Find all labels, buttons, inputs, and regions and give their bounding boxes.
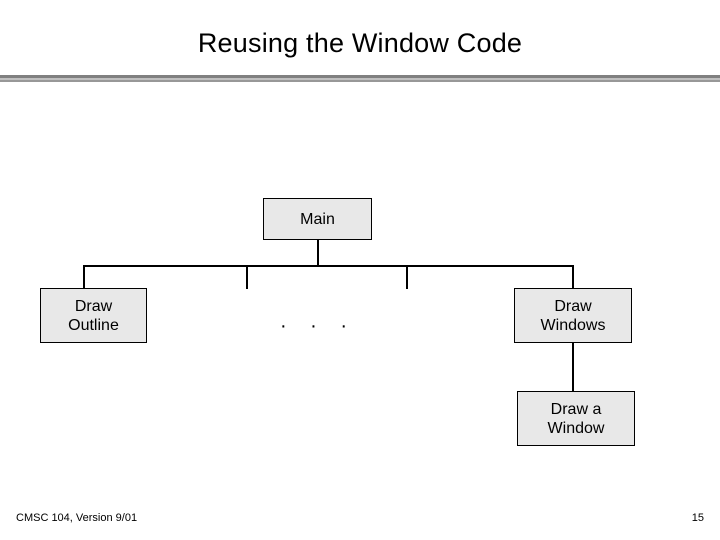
node-draw-windows: Draw Windows bbox=[514, 288, 632, 343]
connector-branch-middle-2 bbox=[406, 265, 408, 289]
connector-branch-draw-outline bbox=[83, 265, 85, 289]
title-divider bbox=[0, 75, 720, 83]
footer-page-number: 15 bbox=[691, 512, 704, 524]
connector-branch-draw-windows bbox=[572, 265, 574, 289]
node-main: Main bbox=[263, 198, 372, 240]
divider-line-dark bbox=[0, 75, 720, 78]
node-draw-outline: Draw Outline bbox=[40, 288, 147, 343]
connector-main-down bbox=[317, 240, 319, 266]
page-title: Reusing the Window Code bbox=[197, 28, 523, 58]
divider-line-light bbox=[0, 78, 720, 80]
node-draw-a-window: Draw a Window bbox=[517, 391, 635, 446]
connector-draw-windows-to-draw-a-window bbox=[572, 343, 574, 391]
footer-course-label: CMSC 104, Version 9/01 bbox=[16, 512, 138, 524]
connector-branch-middle-1 bbox=[246, 265, 248, 289]
ellipsis-label: · · · bbox=[279, 315, 357, 337]
divider-line-mid bbox=[0, 80, 720, 82]
connector-horizontal-bus bbox=[83, 265, 574, 267]
